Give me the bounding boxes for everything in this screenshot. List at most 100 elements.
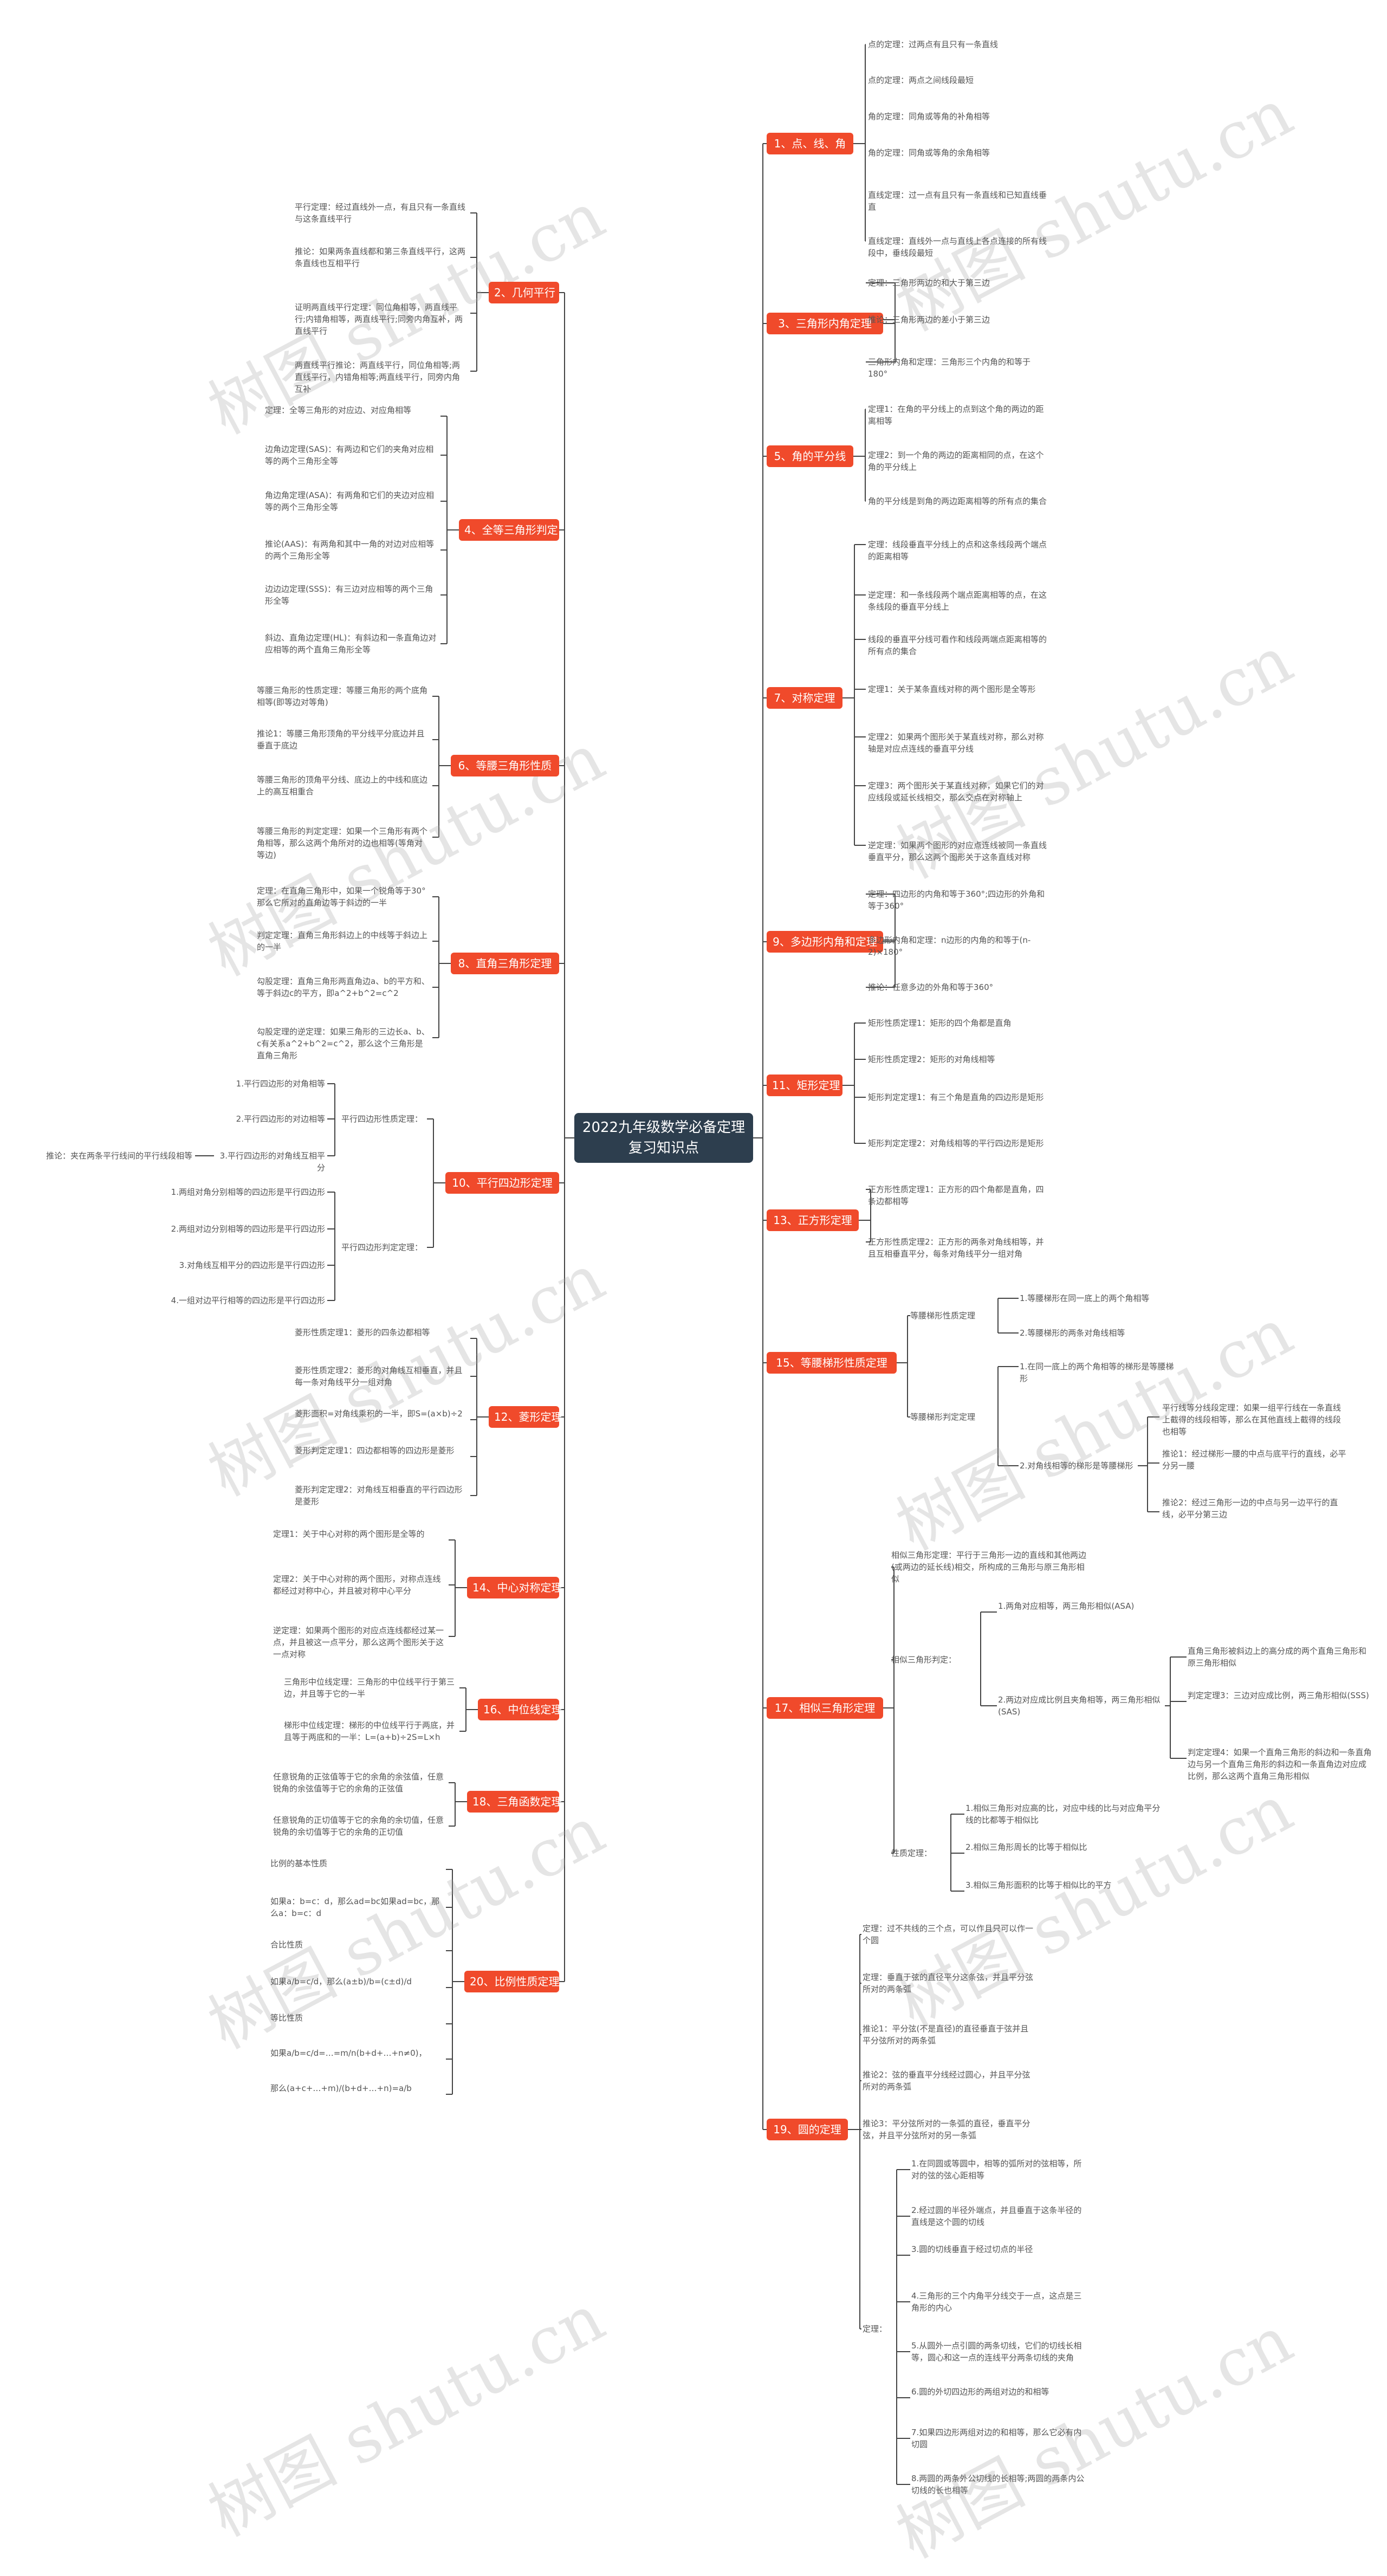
branch-left-10[interactable]: 20、比例性质定理 bbox=[464, 1971, 559, 1992]
similar-judge-sub-3[interactable]: 判定定理4：如果一个直角三角形的斜边和一条直角边与另一个直角三角形的斜边和一条直… bbox=[1188, 1747, 1372, 1781]
left-1-item-4[interactable]: 两直线平行推论：两直线平行，同位角相等;两直线平行，内错角相等;两直线平行，同旁… bbox=[295, 360, 461, 394]
right-5-item-3[interactable]: 推论：任意多边的外角和等于360° bbox=[868, 982, 994, 992]
right-4-item-2[interactable]: 逆定理：和一条线段两个端点距离相等的点，在这条线段的垂直平分线上 bbox=[868, 590, 1047, 612]
circle-theorem-5[interactable]: 5.从圆外一点引圆的两条切线，它们的切线长相等，圆心和这一点的连线平分两条切线的… bbox=[911, 2341, 1082, 2363]
similar-prop-3[interactable]: 3.相似三角形面积的比等于相似比的平方 bbox=[965, 1880, 1112, 1890]
circle-item-2[interactable]: 定理：垂直于弦的直径平分这条弦，并且平分弦所对的两条弧 bbox=[863, 1972, 1034, 1994]
similar-judge-sub-1[interactable]: 直角三角形被斜边上的高分成的两个直角三角形和原三角形相似 bbox=[1188, 1646, 1367, 1668]
circle-theorem-1[interactable]: 1.在同圆或等圆中，相等的弧所对的弦相等，所对的弦的弦心距相等 bbox=[911, 2159, 1082, 2180]
trapezoid-judge-2[interactable]: 2.对角线相等的梯形是等腰梯形 bbox=[1020, 1461, 1133, 1471]
left-6-item-3[interactable]: 菱形面积=对角线乘积的一半，即S=(a×b)÷2 bbox=[295, 1409, 463, 1419]
right-1-item-6[interactable]: 直线定理：直线外一点与直线上各点连接的所有线段中，垂线段最短 bbox=[868, 236, 1047, 258]
left-3-item-3[interactable]: 等腰三角形的顶角平分线、底边上的中线和底边上的高互相重合 bbox=[257, 775, 428, 797]
branch-right-8[interactable]: 15、等腰梯形性质定理 bbox=[767, 1352, 897, 1374]
right-1-item-1[interactable]: 点的定理：过两点有且只有一条直线 bbox=[868, 40, 999, 49]
left-2-item-3[interactable]: 角边角定理(ASA)：有两角和它们的夹边对应相等的两个三角形全等 bbox=[265, 490, 435, 512]
similar-prop-2[interactable]: 2.相似三角形周长的比等于相似比 bbox=[965, 1842, 1087, 1852]
circle-theorem-3[interactable]: 3.圆的切线垂直于经过切点的半径 bbox=[911, 2244, 1033, 2254]
trapezoid-judge-1[interactable]: 1.在同一底上的两个角相等的梯形是等腰梯形 bbox=[1020, 1362, 1174, 1383]
right-4-item-4[interactable]: 定理1：关于某条直线对称的两个图形是全等形 bbox=[868, 684, 1036, 694]
right-3-item-2[interactable]: 定理2：到一个角的两边的距离相同的点，在这个角的平分线上 bbox=[868, 450, 1044, 472]
similar-judge-2[interactable]: 2.两边对应成比例且夹角相等，两三角形相似(SAS) bbox=[998, 1695, 1161, 1717]
left-6-item-1[interactable]: 菱形性质定理1：菱形的四条边都相等 bbox=[295, 1328, 430, 1337]
branch-left-4[interactable]: 8、直角三角形定理 bbox=[451, 953, 559, 974]
parallelogram-prop-2[interactable]: 2.平行四边形的对边相等 bbox=[236, 1114, 325, 1124]
right-2-item-1[interactable]: 定理：三角形两边的和大于第三边 bbox=[868, 278, 990, 288]
left-2-item-4[interactable]: 推论(AAS)：有两角和其中一角的对边对应相等的两个三角形全等 bbox=[265, 539, 435, 561]
circle-theorem-2[interactable]: 2.经过圆的半径外端点，并且垂直于这条半径的直线是这个圆的切线 bbox=[911, 2205, 1082, 2227]
group-label[interactable]: 相似三角形判定： bbox=[891, 1655, 957, 1665]
right-7-item-1[interactable]: 正方形性质定理1：正方形的四个角都是直角，四条边都相等 bbox=[868, 1185, 1044, 1206]
parallelogram-prop-1[interactable]: 1.平行四边形的对角相等 bbox=[236, 1079, 325, 1089]
group-label[interactable]: 定理： bbox=[863, 2324, 887, 2334]
circle-item-5[interactable]: 推论3：平分弦所对的一条弧的直径，垂直平分弦，并且平分弦所对的另一条弧 bbox=[863, 2119, 1030, 2140]
left-8-item-2[interactable]: 梯形中位线定理：梯形的中位线平行于两底，并且等于两底和的一半：L=(a+b)÷2… bbox=[284, 1720, 455, 1742]
circle-item-3[interactable]: 推论1：平分弦(不是直径)的直径垂直于弦并且平分弦所对的两条弧 bbox=[863, 2024, 1029, 2046]
right-2-item-2[interactable]: 推论：三角形两边的差小于第三边 bbox=[868, 315, 990, 325]
branch-left-1[interactable]: 2、几何平行 bbox=[489, 282, 559, 303]
circle-theorem-7[interactable]: 7.如果四边形两组对边的和相等，那么它必有内切圆 bbox=[911, 2428, 1082, 2449]
left-4-item-4[interactable]: 勾股定理的逆定理：如果三角形的三边长a、b、c有关系a^2+b^2=c^2，那么… bbox=[257, 1027, 430, 1060]
left-3-item-2[interactable]: 推论1：等腰三角形顶角的平分线平分底边并且垂直于底边 bbox=[257, 729, 425, 750]
right-6-item-3[interactable]: 矩形判定定理1：有三个角是直角的四边形是矩形 bbox=[868, 1092, 1044, 1102]
parallelogram-judge-3[interactable]: 3.对角线互相平分的四边形是平行四边形 bbox=[179, 1260, 325, 1270]
left-2-item-1[interactable]: 定理：全等三角形的对应边、对应角相等 bbox=[265, 405, 412, 415]
left-1-item-2[interactable]: 推论：如果两条直线都和第三条直线平行，这两条直线也互相平行 bbox=[295, 247, 466, 268]
parallelogram-judge-2[interactable]: 2.两组对边分别相等的四边形是平行四边形 bbox=[171, 1224, 325, 1234]
branch-left-9[interactable]: 18、三角函数定理 bbox=[467, 1791, 562, 1813]
left-1-item-1[interactable]: 平行定理：经过直线外一点，有且只有一条直线与这条直线平行 bbox=[295, 202, 466, 224]
left-3-item-4[interactable]: 等腰三角形的判定定理：如果一个三角形有两个角相等，那么这两个角所对的边也相等(等… bbox=[257, 826, 428, 860]
branch-right-3[interactable]: 5、角的平分线 bbox=[767, 445, 853, 467]
left-10-item-5[interactable]: 等比性质 bbox=[270, 2013, 303, 2023]
left-6-item-5[interactable]: 菱形判定定理2：对角线互相垂直的平行四边形是菱形 bbox=[295, 1485, 463, 1506]
parallel-theorem-3[interactable]: 推论2：经过三角形一边的中点与另一边平行的直线，必平分第三边 bbox=[1162, 1498, 1338, 1519]
trapezoid-prop-1[interactable]: 1.等腰梯形在同一底上的两个角相等 bbox=[1020, 1293, 1150, 1303]
left-7-item-2[interactable]: 定理2：关于中心对称的两个图形，对称点连线都经过对称中心，并且被对称中心平分 bbox=[273, 1574, 441, 1596]
branch-left-5[interactable]: 10、平行四边形定理 bbox=[445, 1172, 559, 1194]
group-label[interactable]: 等腰梯形判定定理 bbox=[910, 1412, 976, 1422]
similar-prop-1[interactable]: 1.相似三角形对应高的比，对应中线的比与对应角平分线的比都等于相似比 bbox=[965, 1803, 1161, 1825]
root-topic[interactable]: 2022九年级数学必备定理 复习知识点 bbox=[574, 1113, 753, 1163]
right-4-item-3[interactable]: 线段的垂直平分线可看作和线段两端点距离相等的所有点的集合 bbox=[868, 635, 1047, 656]
branch-right-9[interactable]: 17、相似三角形定理 bbox=[767, 1697, 883, 1719]
branch-right-7[interactable]: 13、正方形定理 bbox=[767, 1209, 859, 1231]
left-10-item-1[interactable]: 比例的基本性质 bbox=[270, 1859, 328, 1868]
circle-theorem-8[interactable]: 8.两圆的两条外公切线的长相等;两圆的两条内公切线的长也相等 bbox=[911, 2474, 1085, 2495]
branch-right-6[interactable]: 11、矩形定理 bbox=[767, 1075, 842, 1096]
right-3-item-3[interactable]: 角的平分线是到角的两边距离相等的所有点的集合 bbox=[868, 496, 1047, 506]
group-label[interactable]: 平行四边形判定定理： bbox=[341, 1242, 423, 1252]
left-7-item-3[interactable]: 逆定理：如果两个图形的对应点连线都经过某一点，并且被这一点平分，那么这两个图形关… bbox=[273, 1626, 444, 1659]
left-7-item-1[interactable]: 定理1：关于中心对称的两个图形是全等的 bbox=[273, 1529, 425, 1539]
branch-left-2[interactable]: 4、全等三角形判定 bbox=[459, 519, 559, 541]
group-label[interactable]: 等腰梯形性质定理 bbox=[910, 1311, 976, 1321]
group-label[interactable]: 平行四边形性质定理： bbox=[341, 1114, 423, 1124]
right-2-item-3[interactable]: 三角形内角和定理：三角形三个内角的和等于180° bbox=[868, 357, 1031, 379]
branch-right-5[interactable]: 9、多边形内角和定理 bbox=[767, 931, 883, 953]
left-4-item-1[interactable]: 定理：在直角三角形中，如果一个锐角等于30°那么它所对的直角边等于斜边的一半 bbox=[257, 886, 426, 908]
left-3-item-1[interactable]: 等腰三角形的性质定理：等腰三角形的两个底角相等(即等边对等角) bbox=[257, 685, 428, 707]
right-4-item-7[interactable]: 逆定理：如果两个图形的对应点连线被同一条直线垂直平分，那么这两个图形关于这条直线… bbox=[868, 840, 1047, 862]
right-6-item-1[interactable]: 矩形性质定理1：矩形的四个角都是直角 bbox=[868, 1018, 1012, 1028]
right-1-item-3[interactable]: 角的定理：同角或等角的补角相等 bbox=[868, 112, 990, 121]
right-5-item-1[interactable]: 定理：四边形的内角和等于360°;四边形的外角和等于360° bbox=[868, 889, 1045, 911]
left-10-item-7[interactable]: 那么(a+c+…+m)/(b+d+…+n)=a/b bbox=[270, 2083, 412, 2093]
trapezoid-prop-2[interactable]: 2.等腰梯形的两条对角线相等 bbox=[1020, 1328, 1125, 1338]
right-1-item-2[interactable]: 点的定理：两点之间线段最短 bbox=[868, 75, 974, 85]
right-5-item-2[interactable]: 多边形内角和定理：n边形的内角的和等于(n-2)×180° bbox=[868, 935, 1031, 957]
left-4-item-3[interactable]: 勾股定理：直角三角形两直角边a、b的平方和、等于斜边c的平方，即a^2+b^2=… bbox=[257, 976, 430, 998]
circle-item-1[interactable]: 定理：过不共线的三个点，可以作且只可以作一个圆 bbox=[863, 1924, 1034, 1945]
branch-left-8[interactable]: 16、中位线定理 bbox=[478, 1699, 562, 1720]
left-2-item-2[interactable]: 边角边定理(SAS)：有两边和它们的夹角对应相等的两个三角形全等 bbox=[265, 444, 434, 466]
circle-item-4[interactable]: 推论2：弦的垂直平分线经过圆心，并且平分弦所对的两条弧 bbox=[863, 2070, 1030, 2092]
left-4-item-2[interactable]: 判定定理：直角三角形斜边上的中线等于斜边上的一半 bbox=[257, 930, 428, 952]
right-1-item-4[interactable]: 角的定理：同角或等角的余角相等 bbox=[868, 148, 990, 158]
parallelogram-corollary[interactable]: 推论：夹在两条平行线间的平行线段相等 bbox=[46, 1151, 192, 1161]
branch-right-1[interactable]: 1、点、线、角 bbox=[767, 133, 853, 154]
left-6-item-4[interactable]: 菱形判定定理1：四边都相等的四边形是菱形 bbox=[295, 1446, 455, 1455]
parallelogram-prop-3[interactable]: 3.平行四边形的对角线互相平分 bbox=[219, 1151, 325, 1173]
parallel-theorem-2[interactable]: 推论1：经过梯形一腰的中点与底平行的直线，必平分另一腰 bbox=[1162, 1449, 1346, 1471]
branch-right-4[interactable]: 7、对称定理 bbox=[767, 687, 842, 709]
circle-theorem-4[interactable]: 4.三角形的三个内角平分线交于一点，这点是三角形的内心 bbox=[911, 2291, 1082, 2313]
similar-judge-1[interactable]: 1.两角对应相等，两三角形相似(ASA) bbox=[998, 1601, 1135, 1611]
branch-left-7[interactable]: 14、中心对称定理 bbox=[467, 1577, 562, 1598]
